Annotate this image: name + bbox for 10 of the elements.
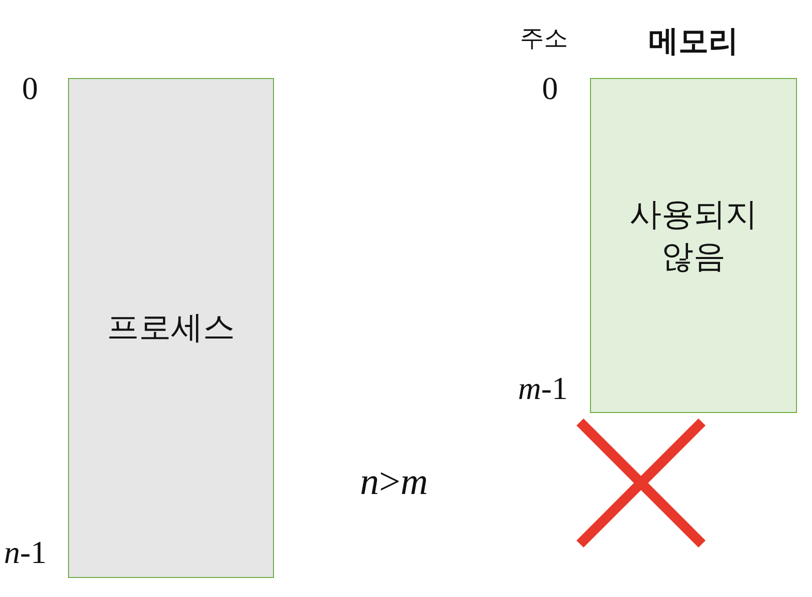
process-block xyxy=(68,78,274,578)
axis-title: 주소 xyxy=(520,23,568,54)
block-label: 사용되지 않음 xyxy=(628,194,758,277)
condition-text: n>m xyxy=(360,460,428,504)
address-label: 0 xyxy=(22,70,38,107)
address-label: n-1 xyxy=(4,534,47,571)
block-label: 프로세스 xyxy=(107,307,235,348)
memory-heading: 메모리 xyxy=(648,23,740,61)
address-label: 0 xyxy=(542,70,558,107)
address-label: m-1 xyxy=(518,370,568,407)
